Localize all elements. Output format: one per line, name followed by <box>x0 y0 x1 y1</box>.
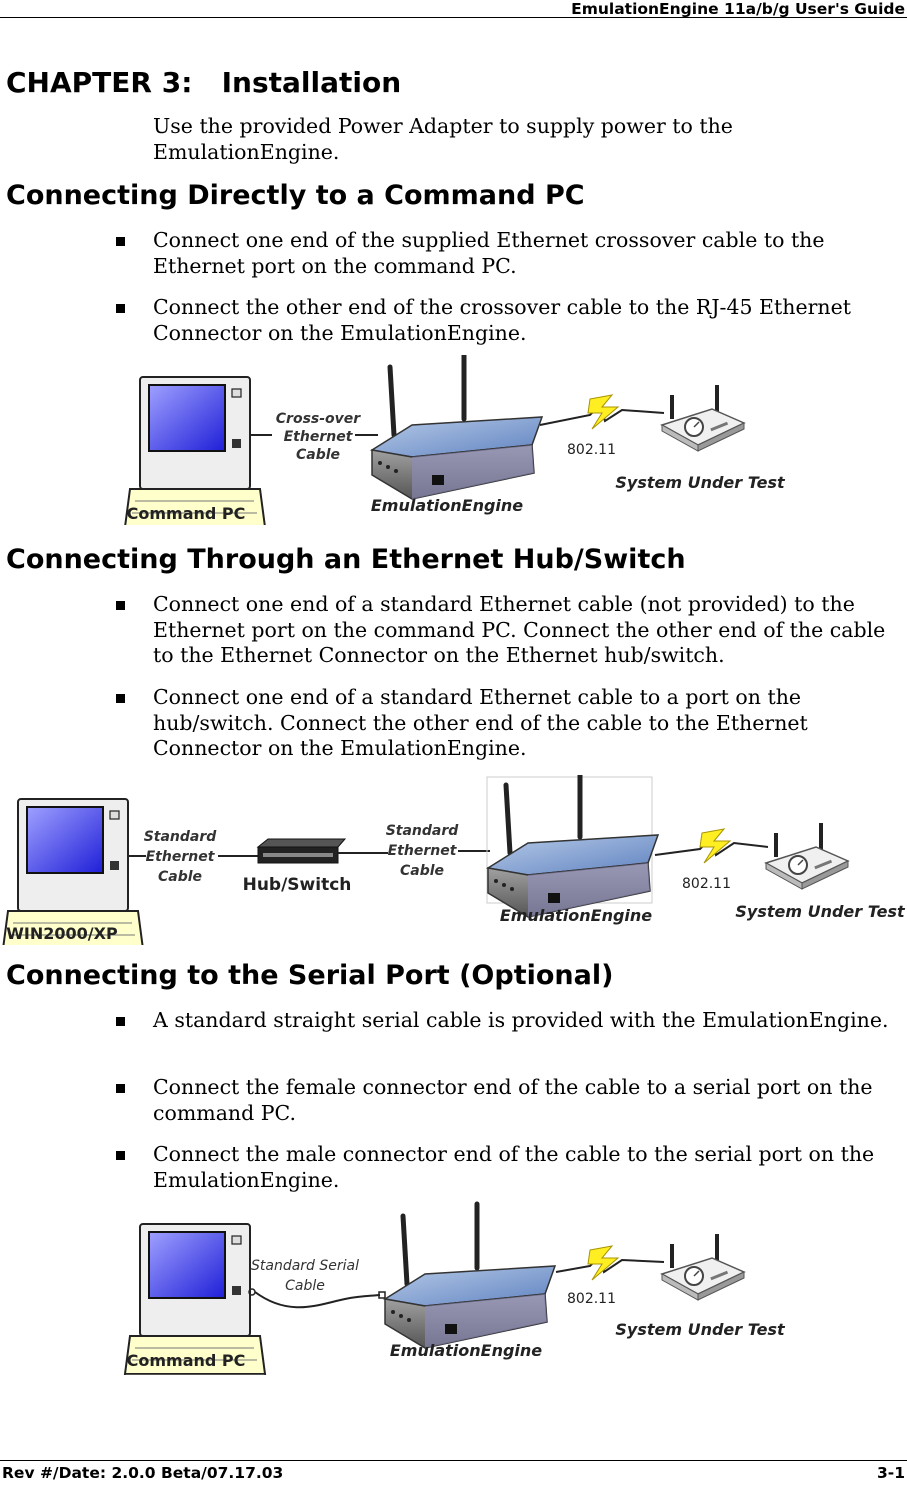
bullet-icon <box>116 1084 125 1093</box>
header-rule <box>0 17 907 18</box>
pc-label: Command PC <box>127 1351 246 1370</box>
cable-label: Cross-over <box>276 411 362 427</box>
router-icon <box>488 775 658 917</box>
figure-direct-connection: Cross-over Ethernet Cable 802.11 Command… <box>124 355 786 525</box>
list-item: Connect one end of the supplied Ethernet… <box>116 228 907 279</box>
pc-label: Command PC <box>127 504 246 523</box>
router-icon <box>372 355 542 499</box>
hub-label: Hub/Switch <box>243 875 352 895</box>
wireless-label: 802.11 <box>567 1291 616 1307</box>
pc-label: WIN2000/XP <box>6 924 118 943</box>
list-item-text: Connect the male connector end of the ca… <box>153 1142 875 1192</box>
bullet-icon <box>116 694 125 703</box>
list-item: A standard straight serial cable is prov… <box>116 1008 907 1034</box>
wireless-bolt-icon <box>699 828 732 864</box>
bullet-icon <box>116 601 125 610</box>
cable-label: Cable <box>158 869 202 885</box>
bullet-icon <box>116 304 125 313</box>
section-heading-serial: Connecting to the Serial Port (Optional) <box>6 960 614 991</box>
device-under-test-icon <box>764 821 850 891</box>
list-item-text: Connect one end of a standard Ethernet c… <box>153 592 886 667</box>
list-item-text: Connect the other end of the crossover c… <box>153 295 851 345</box>
cable-label: Cable <box>285 1278 325 1294</box>
list-item: Connect the male connector end of the ca… <box>116 1142 907 1193</box>
chapter-intro: Use the provided Power Adapter to supply… <box>153 114 733 164</box>
list-item-text: Connect the female connector end of the … <box>153 1075 873 1125</box>
device-label: EmulationEngine <box>371 496 523 515</box>
list-item-text: Connect one end of a standard Ethernet c… <box>153 685 808 760</box>
wireless-bolt-icon <box>587 1245 620 1281</box>
running-header: EmulationEngine 11a/b/g User's Guide <box>571 0 905 18</box>
bullet-icon <box>116 237 125 246</box>
device-label: EmulationEngine <box>390 1341 542 1360</box>
wireless-label: 802.11 <box>682 876 731 892</box>
laptop-icon <box>124 376 266 525</box>
list-item: Connect one end of a standard Ethernet c… <box>116 685 907 762</box>
cable-label: Cable <box>296 447 340 463</box>
sut-label: System Under Test <box>615 1320 786 1339</box>
wireless-label: 802.11 <box>567 442 616 458</box>
figure-hub-connection: Standard Ethernet Cable Hub/Switch Stand… <box>2 775 906 945</box>
figure-serial-connection: Standard Serial Cable 802.11 Command PC … <box>124 1200 786 1375</box>
list-item: Connect the other end of the crossover c… <box>116 295 907 346</box>
sut-label: System Under Test <box>735 902 906 921</box>
sut-label: System Under Test <box>615 473 786 492</box>
cable-label: Ethernet <box>284 429 354 445</box>
wireless-bolt-icon <box>587 394 620 430</box>
list-item-text: A standard straight serial cable is prov… <box>153 1008 889 1032</box>
section-heading-direct: Connecting Directly to a Command PC <box>6 180 585 211</box>
router-icon <box>385 1204 555 1348</box>
cable-label: Standard <box>386 823 460 839</box>
cable-label: Cable <box>400 863 444 879</box>
list-item: Connect one end of a standard Ethernet c… <box>116 592 907 669</box>
bullet-icon <box>116 1017 125 1026</box>
footer-rule <box>0 1460 907 1461</box>
hub-switch-icon <box>256 838 347 864</box>
cable-label: Standard Serial <box>251 1258 359 1274</box>
bullet-icon <box>116 1151 125 1160</box>
cable-label: Standard <box>144 829 218 845</box>
footer-revision: Rev #/Date: 2.0.0 Beta/07.17.03 <box>2 1464 284 1482</box>
section-heading-hub: Connecting Through an Ethernet Hub/Switc… <box>6 544 686 575</box>
device-label: EmulationEngine <box>500 906 652 925</box>
list-item: Connect the female connector end of the … <box>116 1075 907 1126</box>
device-under-test-icon <box>660 1232 746 1302</box>
cable-label: Ethernet <box>388 843 458 859</box>
list-item-text: Connect one end of the supplied Ethernet… <box>153 228 825 278</box>
cable-label: Ethernet <box>146 849 216 865</box>
page-number: 3-1 <box>876 1464 905 1482</box>
device-under-test-icon <box>660 383 746 453</box>
chapter-title: CHAPTER 3: Installation <box>6 66 402 99</box>
